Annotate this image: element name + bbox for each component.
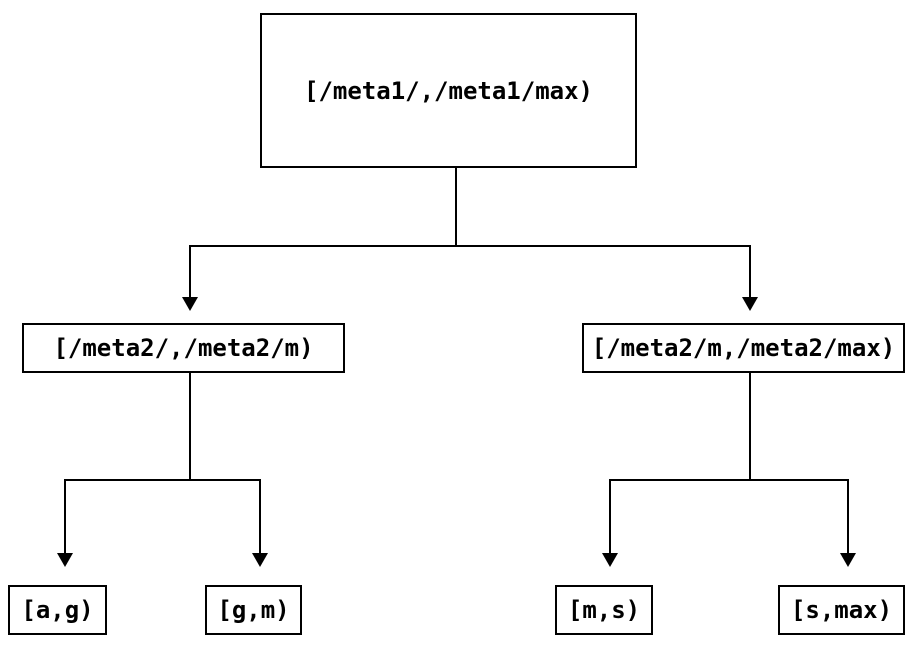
leaf-node-a-g: [a,g) bbox=[8, 585, 107, 635]
tree-node-meta2-left: [/meta2/,/meta2/m) bbox=[22, 323, 345, 373]
arrowhead-down-icon bbox=[602, 553, 618, 567]
leaf-node-m-s: [m,s) bbox=[555, 585, 653, 635]
tree-node-meta2-right: [/meta2/m,/meta2/max) bbox=[582, 323, 905, 373]
leaf-node-s-max: [s,max) bbox=[778, 585, 905, 635]
arrowhead-down-icon bbox=[182, 297, 198, 311]
arrowhead-down-icon bbox=[57, 553, 73, 567]
arrowhead-down-icon bbox=[840, 553, 856, 567]
arrowhead-down-icon bbox=[252, 553, 268, 567]
arrowhead-down-icon bbox=[742, 297, 758, 311]
leaf-node-g-m: [g,m) bbox=[205, 585, 302, 635]
tree-node-root: [/meta1/,/meta1/max) bbox=[260, 13, 637, 168]
